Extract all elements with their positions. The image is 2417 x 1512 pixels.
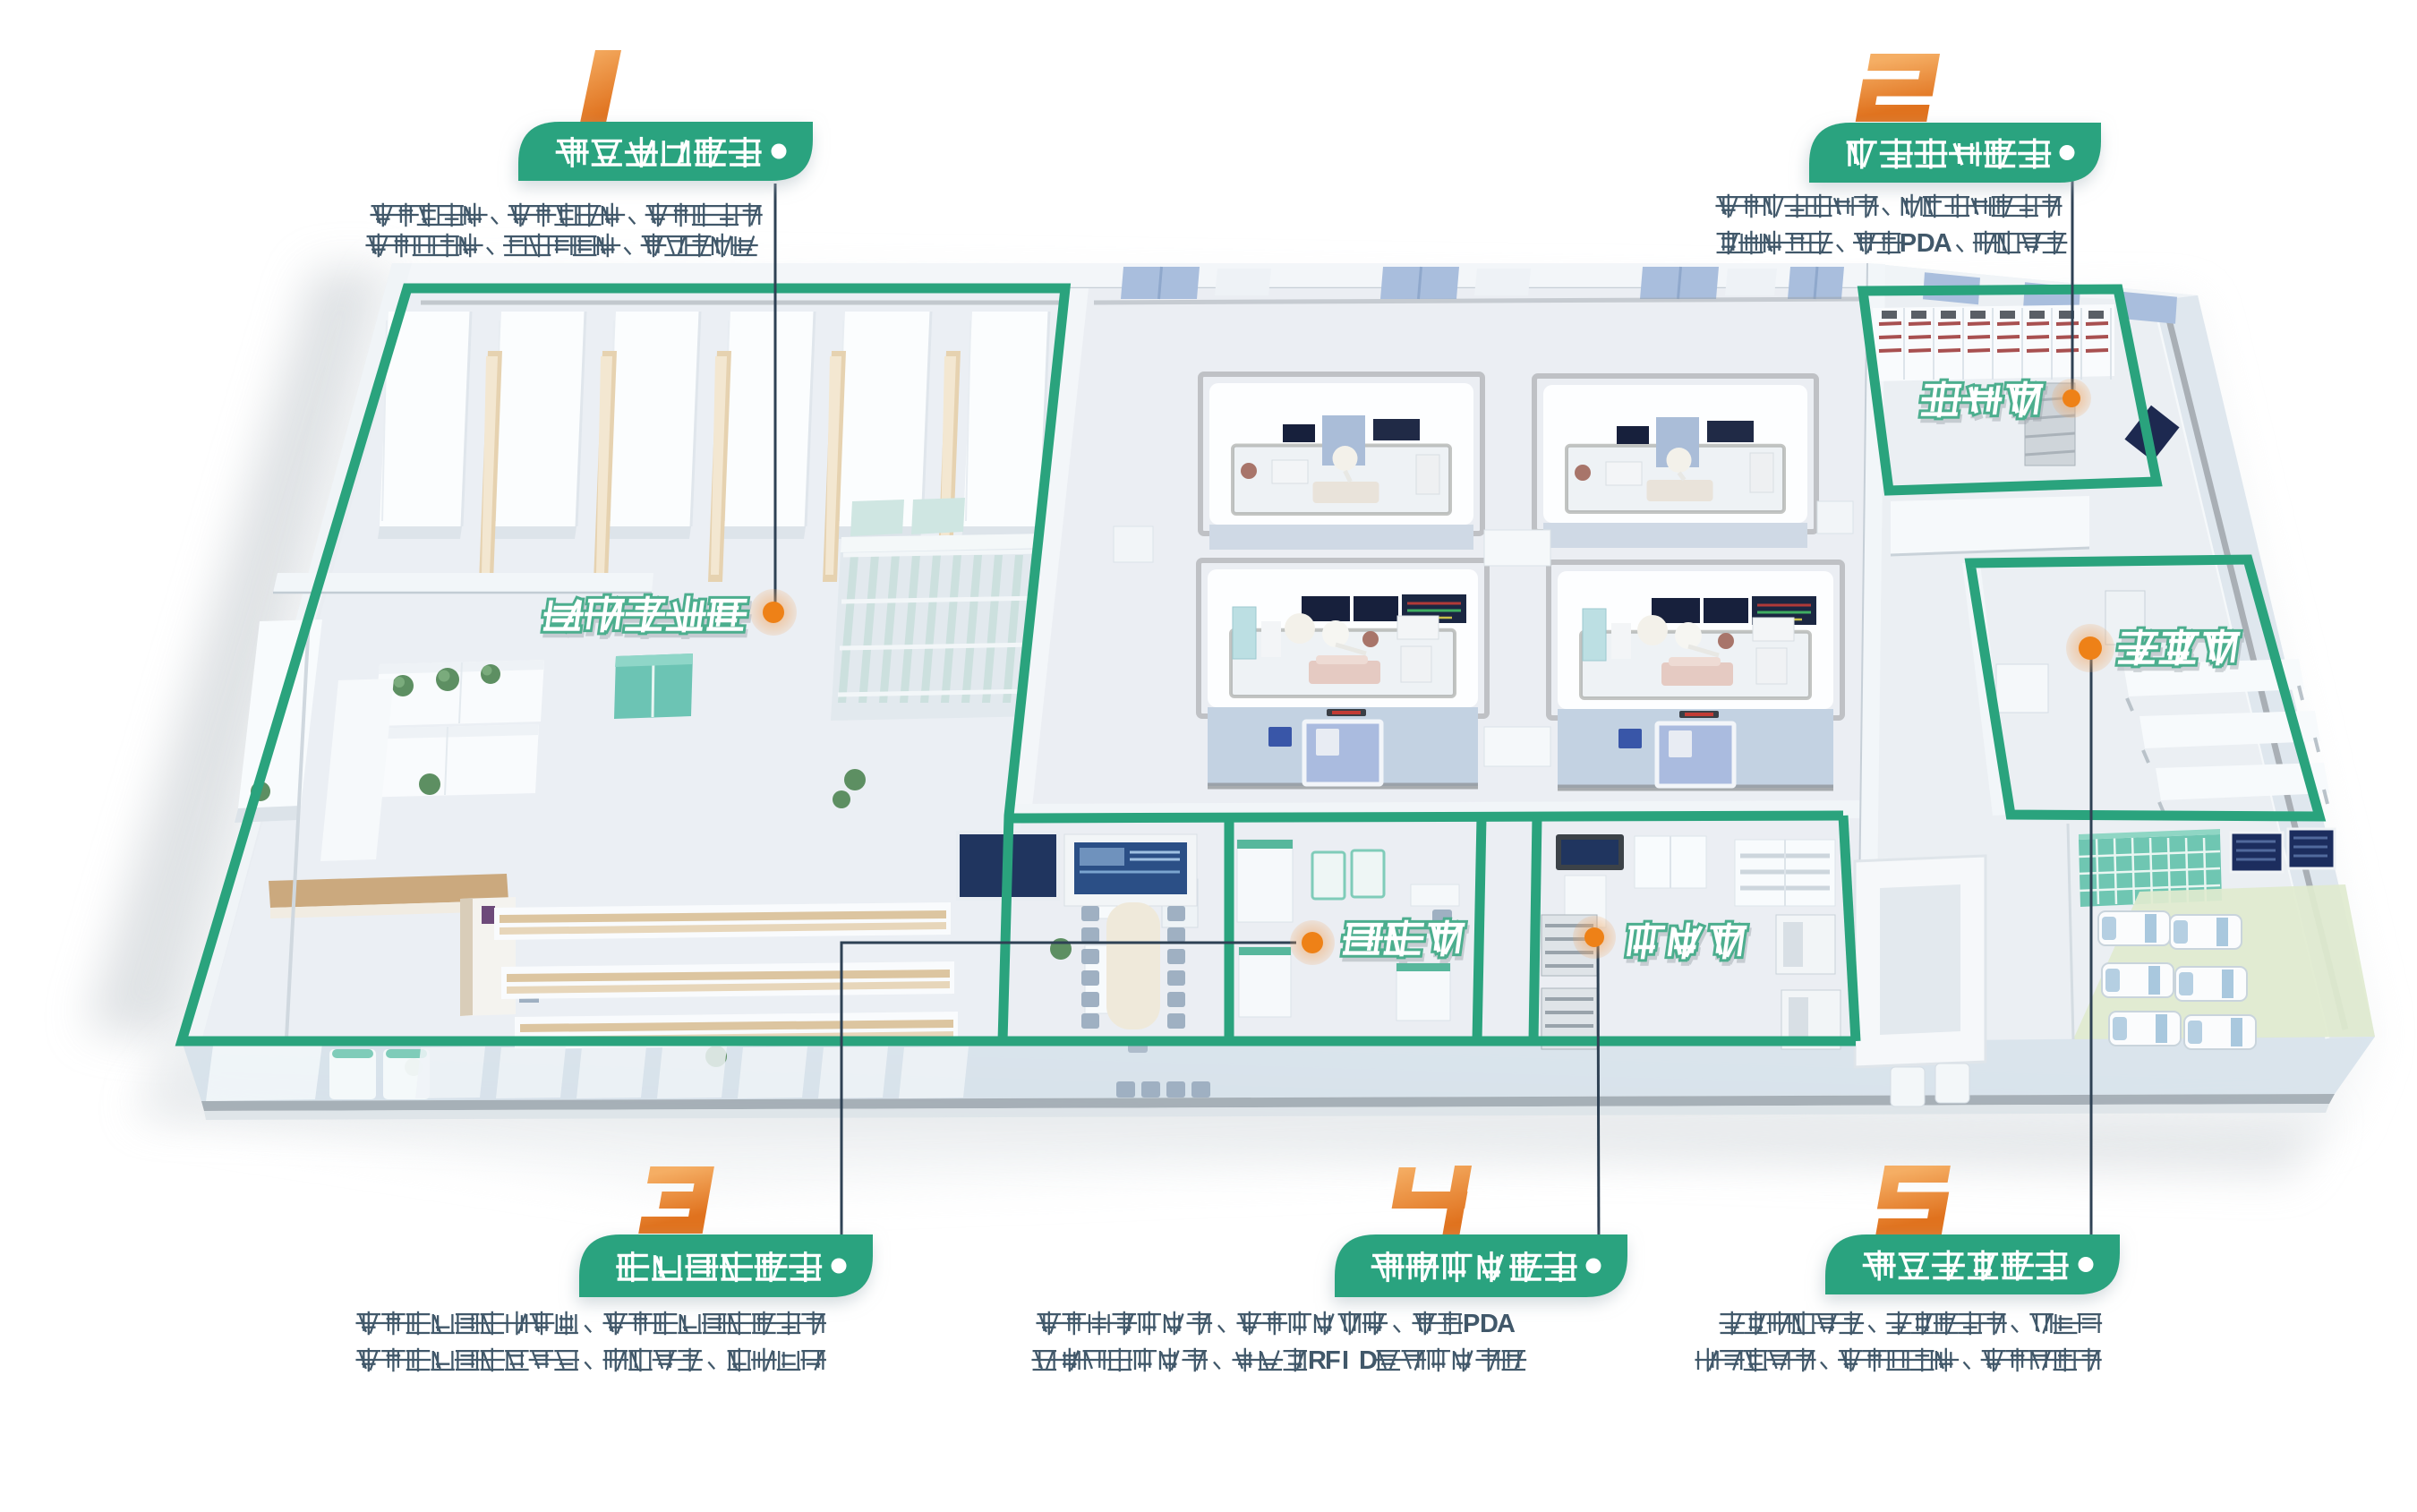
svg-text:D: D xyxy=(1480,1310,1499,1338)
svg-text:D: D xyxy=(1917,229,1935,258)
svg-text:A: A xyxy=(1934,229,1952,258)
svg-text:P: P xyxy=(1900,229,1917,258)
svg-text:I: I xyxy=(1342,1346,1349,1375)
svg-text:A: A xyxy=(1497,1310,1516,1338)
svg-text:R: R xyxy=(1308,1346,1327,1375)
svg-text:P: P xyxy=(1463,1310,1480,1338)
svg-text:D: D xyxy=(1359,1346,1378,1375)
svg-text:F: F xyxy=(1325,1346,1341,1375)
